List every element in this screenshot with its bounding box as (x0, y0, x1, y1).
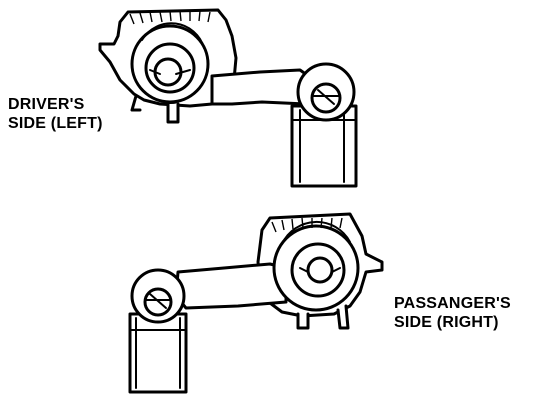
driver-knurl (129, 10, 211, 25)
driver-side-pivot (98, 8, 358, 188)
driver-side-label: DRIVER'S SIDE (LEFT) (8, 95, 103, 133)
passenger-socket-ribs (129, 317, 187, 389)
driver-ring-arc (141, 22, 205, 49)
passenger-tab-right (336, 304, 350, 330)
driver-pivot-shaft (153, 57, 183, 87)
passenger-socket-block (128, 312, 188, 394)
passenger-pivot-shaft (306, 256, 334, 284)
driver-label-line1: DRIVER'S (8, 96, 85, 113)
passenger-shaft-flats (299, 267, 341, 273)
driver-ball-detail (311, 89, 341, 105)
passenger-link-arm (174, 262, 288, 310)
driver-label-line2: SIDE (LEFT) (8, 115, 103, 132)
passenger-knurl (271, 217, 343, 233)
driver-shaft-flats (149, 69, 191, 75)
passenger-ball-detail (144, 293, 172, 309)
driver-tab-corner (130, 94, 142, 112)
passenger-label-line1: PASSANGER'S (394, 295, 511, 312)
passenger-side-pivot (128, 212, 384, 394)
passenger-label-line2: SIDE (RIGHT) (394, 314, 499, 331)
passenger-tab-left (296, 312, 310, 330)
passenger-ring-arc (281, 220, 351, 245)
driver-tab-left (166, 102, 180, 124)
passenger-side-label: PASSANGER'S SIDE (RIGHT) (394, 294, 511, 332)
